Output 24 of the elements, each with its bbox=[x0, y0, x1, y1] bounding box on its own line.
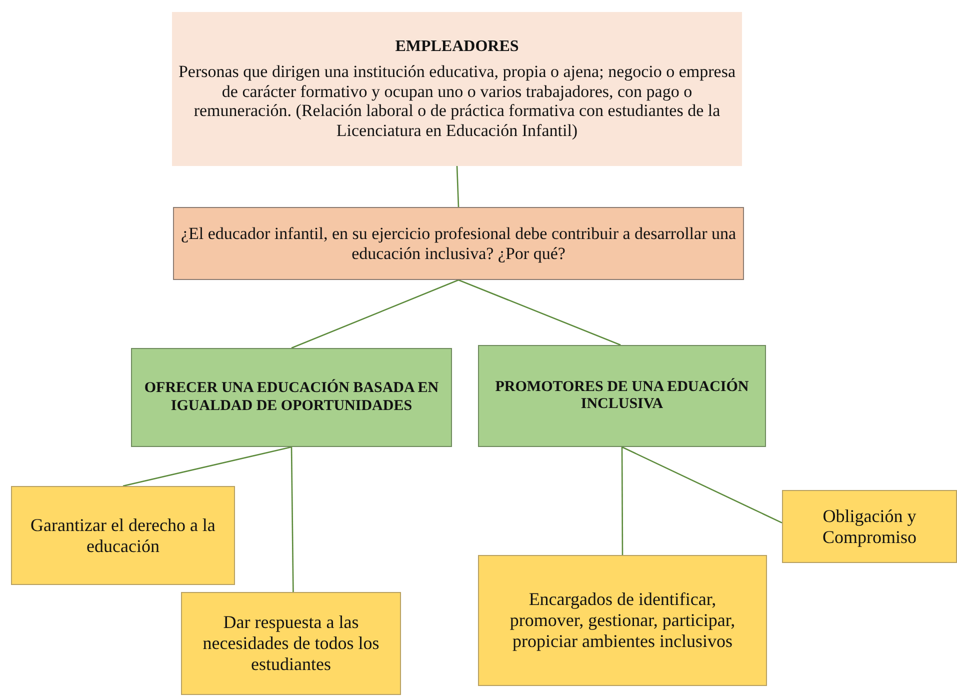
connector-line bbox=[622, 446, 782, 524]
box-text: Personas que dirigen una institución educativa, propia o ajena; negocio o empresa de carácter formativo y ocupan uno o varios trabajadores, con pago o remuneración. (Relación laboral o de práctica formativa con estudiantes de la Licenciatura en Educación Infantil) bbox=[177, 62, 737, 140]
connector-line bbox=[122, 446, 292, 487]
connector-line bbox=[456, 166, 460, 208]
connector-line bbox=[621, 447, 624, 555]
connector-line bbox=[291, 279, 459, 349]
concept-box bbox=[131, 348, 452, 447]
connector-line bbox=[290, 447, 294, 592]
text-panel bbox=[172, 12, 742, 166]
box-text: PROMOTORES DE UNA EDUACIÓN INCLUSIVA bbox=[494, 378, 750, 414]
concept-box bbox=[478, 555, 767, 686]
concept-box bbox=[11, 486, 235, 585]
connector-line bbox=[458, 279, 621, 346]
concept-box bbox=[181, 592, 401, 695]
box-text: Encargados de identificar, promover, gestionar, participar, propiciar ambientes inclusivos bbox=[508, 589, 736, 652]
concept-box bbox=[478, 345, 766, 447]
box-text: OFRECER UNA EDUCACIÓN BASADA EN IGUALDAD DE OPORTUNIDADES bbox=[143, 380, 440, 415]
box-text: Dar respuesta a las necesidades de todos los estudiantes bbox=[202, 612, 380, 675]
box-text: ¿El educador infantil, en su ejercicio profesional debe contribuir a desarrollar una educación inclusiva? ¿Por qué? bbox=[180, 224, 738, 264]
box-text: Garantizar el derecho a la educación bbox=[30, 514, 216, 556]
box-heading: EMPLEADORES bbox=[395, 38, 519, 56]
box-text: Obligación y Compromiso bbox=[821, 506, 918, 548]
concept-box bbox=[173, 207, 744, 280]
concept-box bbox=[782, 490, 957, 563]
